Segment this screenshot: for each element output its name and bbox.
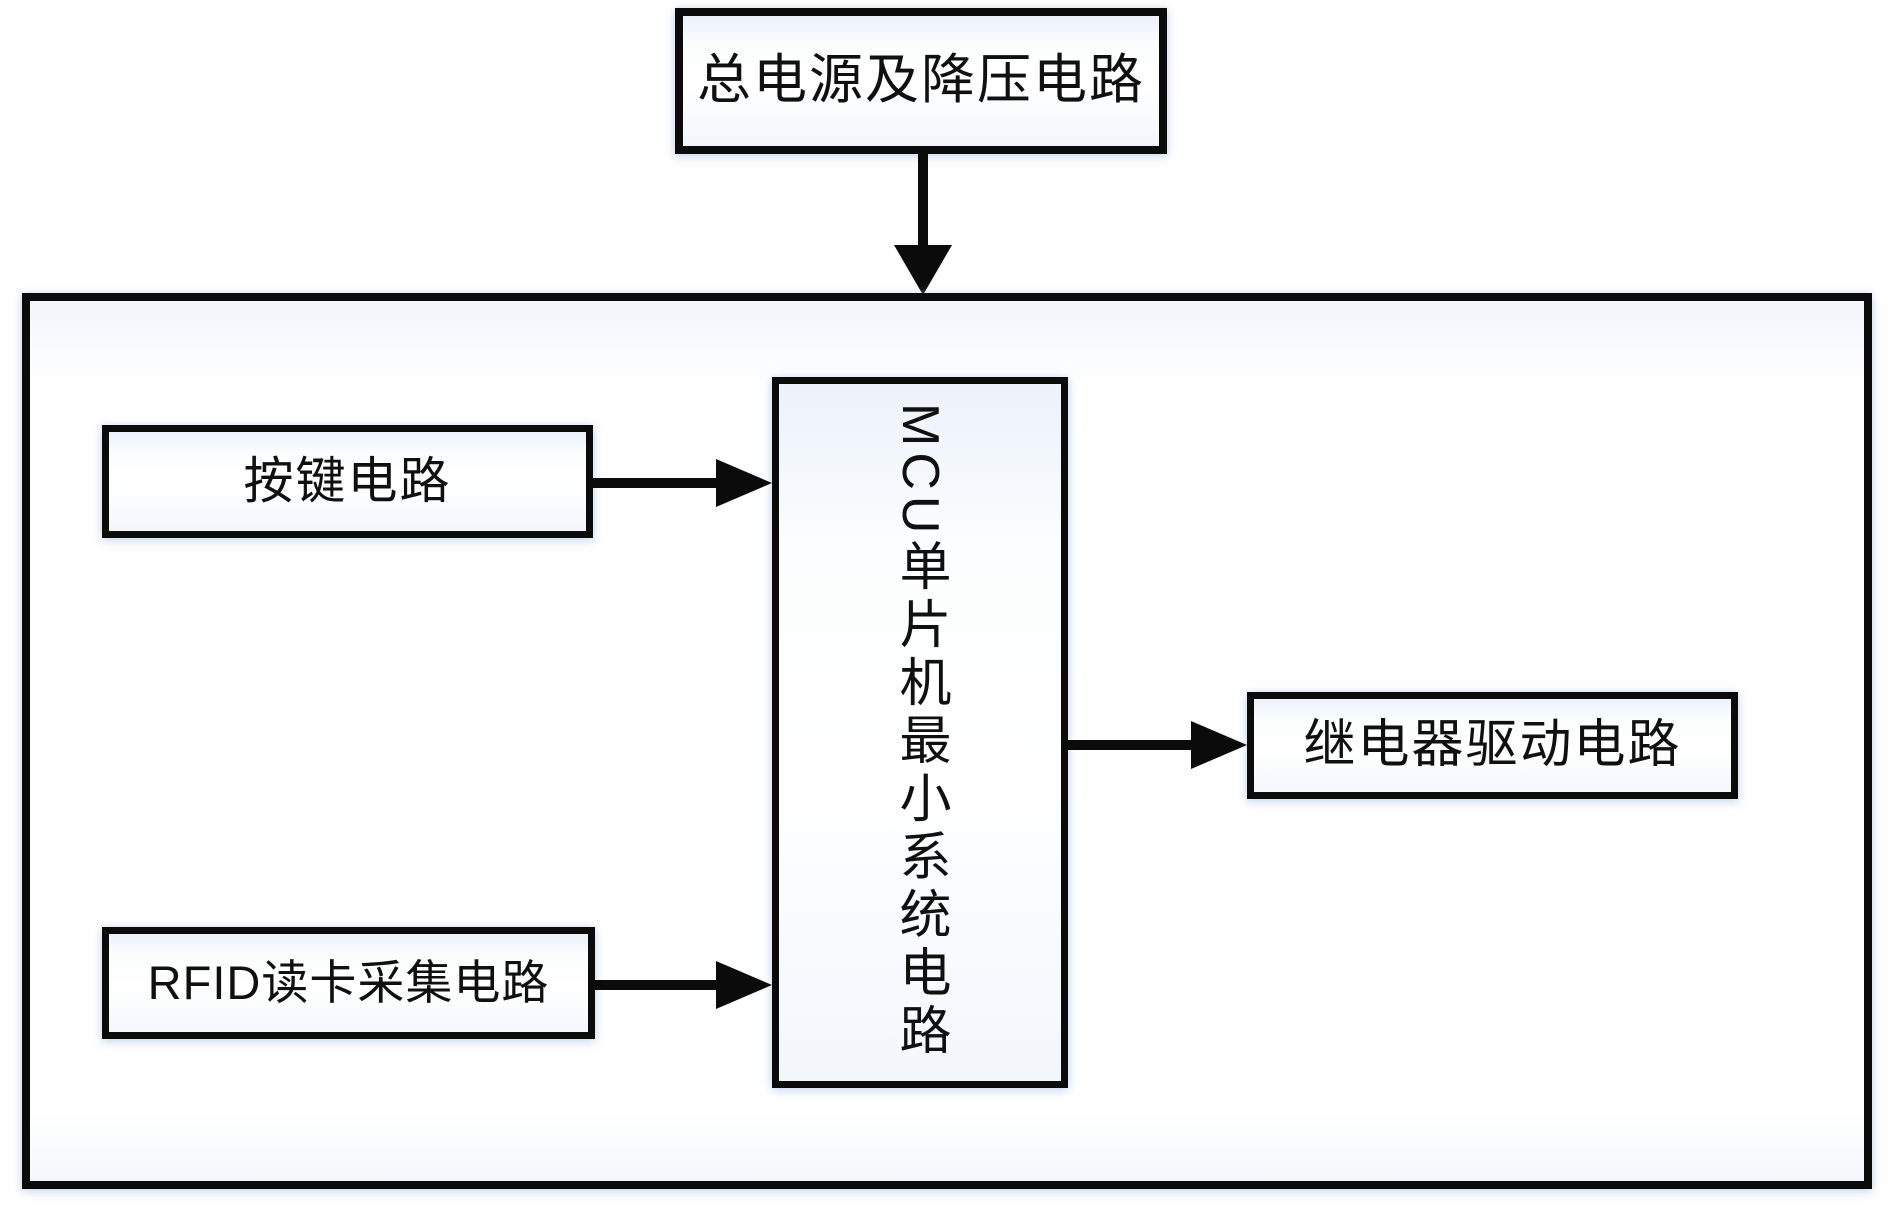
edge-rfid-to-mcu-line (592, 980, 722, 990)
node-mcu-circuit: MCU单片机最小系统电路 (772, 377, 1068, 1088)
edge-mcu-to-relay-arrowhead-icon (1191, 721, 1247, 769)
node-power-supply-label: 总电源及降压电路 (697, 50, 1145, 111)
node-relay-circuit-label: 继电器驱动电路 (1303, 715, 1682, 774)
node-rfid-circuit: RFID读卡采集电路 (102, 927, 595, 1039)
edge-button-to-mcu-line (590, 478, 722, 488)
edge-power-to-system-line (918, 152, 928, 252)
edge-button-to-mcu-arrowhead-icon (716, 459, 772, 507)
node-rfid-circuit-label: RFID读卡采集电路 (147, 956, 550, 1010)
node-button-circuit: 按键电路 (102, 425, 593, 538)
edge-power-to-system-arrowhead-icon (894, 245, 952, 295)
node-button-circuit-label: 按键电路 (243, 453, 452, 509)
node-relay-circuit: 继电器驱动电路 (1247, 692, 1738, 799)
node-mcu-circuit-label: MCU单片机最小系统电路 (891, 403, 949, 1062)
node-power-supply: 总电源及降压电路 (675, 8, 1167, 154)
edge-mcu-to-relay-line (1065, 740, 1197, 750)
edge-rfid-to-mcu-arrowhead-icon (716, 961, 772, 1009)
